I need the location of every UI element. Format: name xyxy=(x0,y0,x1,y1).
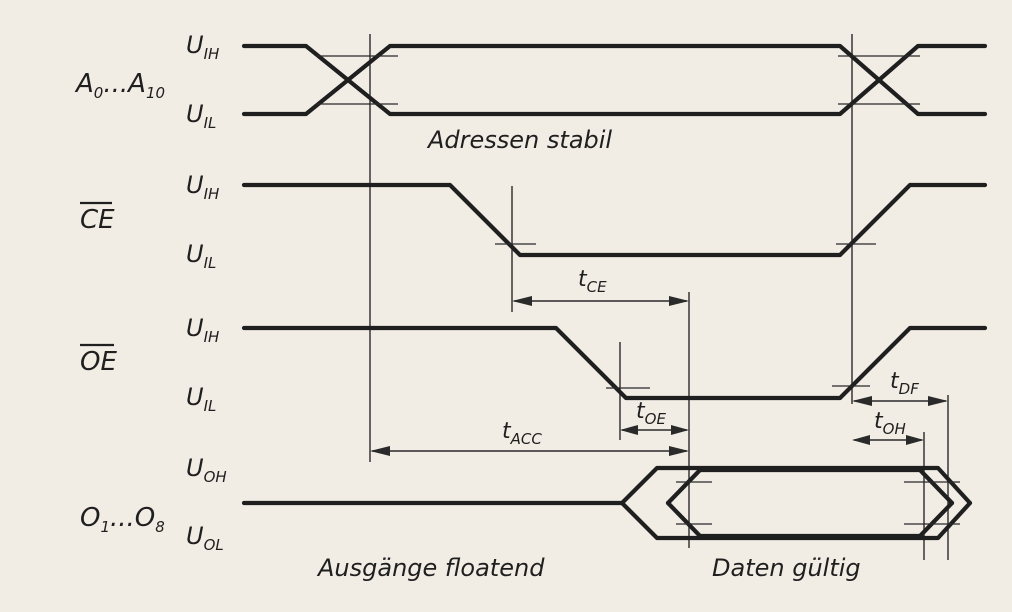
data-valid-caption: Daten gültig xyxy=(712,554,861,582)
svg-text:OE: OE xyxy=(80,347,117,377)
output-signal-name: O1...O8 xyxy=(80,503,165,536)
output-waveform xyxy=(241,465,973,541)
oe-low-level: UIL xyxy=(186,383,216,415)
ce-high-level: UIH xyxy=(186,171,219,203)
t-acc-label: tACC xyxy=(502,419,542,448)
oe-high-level: UIH xyxy=(186,314,219,346)
oe-signal-name: OE xyxy=(80,343,117,377)
ce-signal-name: CE xyxy=(80,201,115,235)
t-ce-arrow xyxy=(512,296,689,306)
output-low-level: UOL xyxy=(186,522,224,554)
t-acc-arrow xyxy=(370,446,689,456)
svg-text:CE: CE xyxy=(80,205,115,235)
t-oh-label: tOH xyxy=(874,409,906,438)
t-oh-arrow xyxy=(852,435,924,445)
t-df-label: tDF xyxy=(890,369,919,398)
oe-waveform xyxy=(241,325,988,401)
t-oe-label: tOE xyxy=(636,399,666,428)
t-ce-label: tCE xyxy=(578,267,607,296)
t-df-arrow xyxy=(852,396,948,406)
address-high-level: UIH xyxy=(186,31,219,63)
address-low-level: UIL xyxy=(186,100,216,132)
address-waveform xyxy=(241,43,988,117)
address-stable-caption: Adressen stabil xyxy=(426,126,612,154)
ce-waveform xyxy=(241,182,988,258)
outputs-floating-caption: Ausgänge floatend xyxy=(316,554,545,582)
t-oe-arrow xyxy=(620,425,689,435)
output-high-level: UOH xyxy=(186,454,227,486)
address-signal-name: A0...A10 xyxy=(74,69,165,102)
ce-low-level: UIL xyxy=(186,240,216,272)
